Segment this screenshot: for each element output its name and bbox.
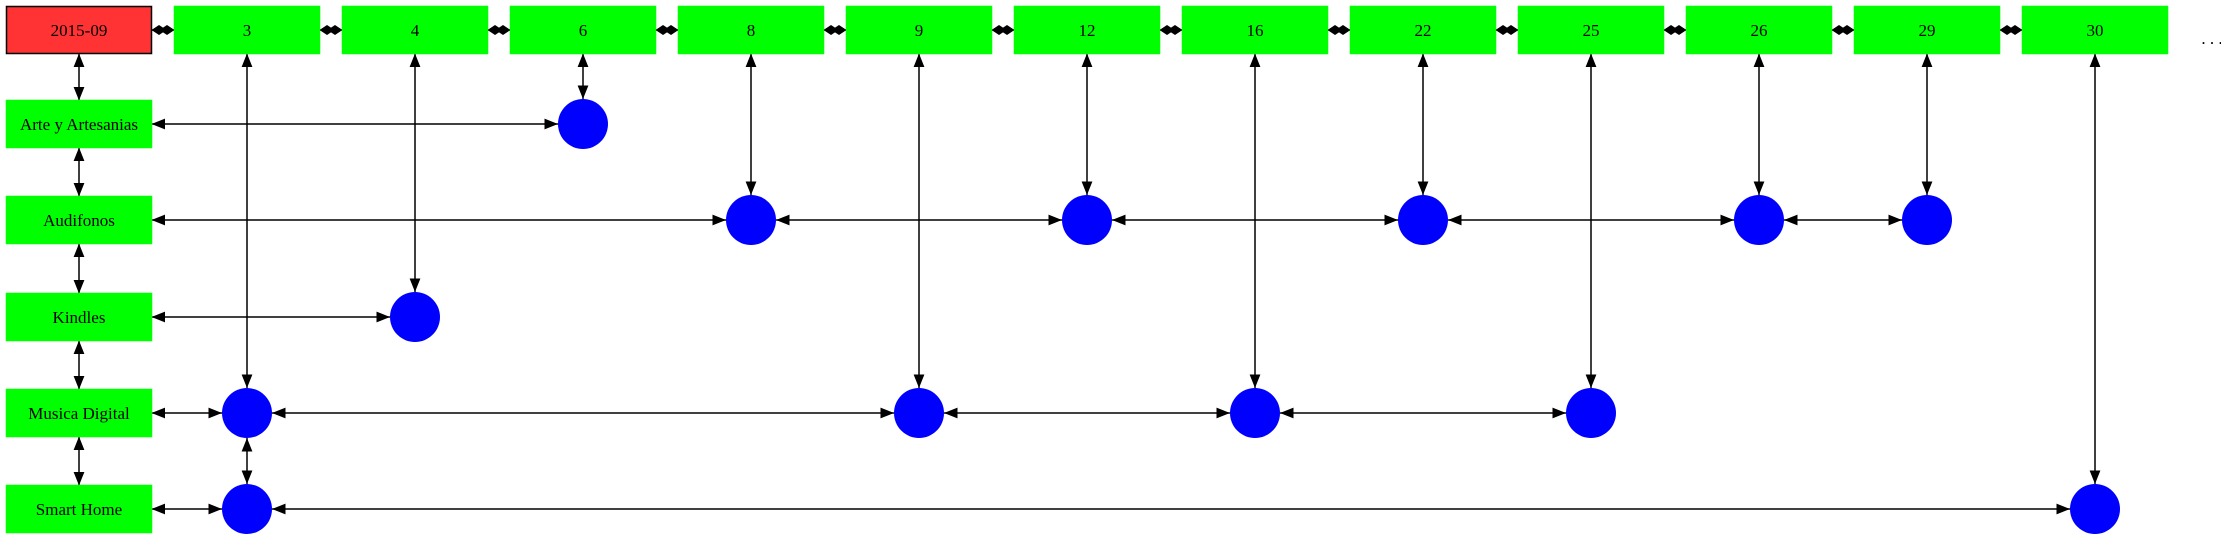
day-node-6-box	[509, 5, 657, 55]
month-node-box	[5, 5, 153, 55]
event-dot-musica-digital-3	[222, 388, 272, 438]
event-dot-audifonos-29	[1902, 195, 1952, 245]
day-node-3-label: 3	[243, 21, 252, 40]
day-node-22-box	[1349, 5, 1497, 55]
day-node-25-label: 25	[1583, 21, 1600, 40]
category-smart-home-label: Smart Home	[36, 500, 122, 519]
day-node-12: 12	[1013, 5, 1161, 55]
category-smart-home-box	[5, 484, 153, 534]
day-node-3-box	[173, 5, 321, 55]
day-node-30-box	[2021, 5, 2169, 55]
day-node-16-label: 16	[1247, 21, 1264, 40]
event-dot-kindles-4	[390, 292, 440, 342]
event-dot-musica-digital-9	[894, 388, 944, 438]
category-musica-digital-label: Musica Digital	[28, 404, 130, 423]
day-node-4-box	[341, 5, 489, 55]
category-arte-y-artesanias-box	[5, 99, 153, 149]
category-smart-home: Smart Home	[5, 484, 153, 534]
day-node-22: 22	[1349, 5, 1497, 55]
day-node-25: 25	[1517, 5, 1665, 55]
day-node-30: 30	[2021, 5, 2169, 55]
month-node: 2015-09	[5, 5, 153, 55]
day-node-8-box	[677, 5, 825, 55]
edges-layer	[73, 25, 2101, 515]
day-node-25-box	[1517, 5, 1665, 55]
day-node-26: 26	[1685, 5, 1833, 55]
day-node-12-label: 12	[1079, 21, 1096, 40]
event-dot-musica-digital-25	[1566, 388, 1616, 438]
category-audifonos-box	[5, 195, 153, 245]
day-node-4: 4	[341, 5, 489, 55]
category-musica-digital-box	[5, 388, 153, 438]
day-node-8-label: 8	[747, 21, 756, 40]
category-kindles-label: Kindles	[53, 308, 106, 327]
event-dot-musica-digital-16	[1230, 388, 1280, 438]
day-node-16-box	[1181, 5, 1329, 55]
day-node-29-box	[1853, 5, 2001, 55]
event-dot-audifonos-8	[726, 195, 776, 245]
category-arte-y-artesanias: Arte y Artesanias	[5, 99, 153, 149]
event-dot-smart-home-3	[222, 484, 272, 534]
category-musica-digital: Musica Digital	[5, 388, 153, 438]
event-dot-arte-y-artesanias-6	[558, 99, 608, 149]
category-audifonos-label: Audifonos	[43, 211, 115, 230]
day-node-26-label: 26	[1751, 21, 1768, 40]
day-node-8: 8	[677, 5, 825, 55]
day-node-6: 6	[509, 5, 657, 55]
day-node-9-label: 9	[915, 21, 924, 40]
day-node-26-box	[1685, 5, 1833, 55]
day-node-6-label: 6	[579, 21, 588, 40]
category-kindles: Kindles	[5, 292, 153, 342]
day-node-3: 3	[173, 5, 321, 55]
category-kindles-box	[5, 292, 153, 342]
day-node-9: 9	[845, 5, 993, 55]
day-node-29: 29	[1853, 5, 2001, 55]
day-node-12-box	[1013, 5, 1161, 55]
event-dot-audifonos-12	[1062, 195, 1112, 245]
event-dot-audifonos-22	[1398, 195, 1448, 245]
category-audifonos: Audifonos	[5, 195, 153, 245]
event-dot-smart-home-30	[2070, 484, 2120, 534]
month-node-label: 2015-09	[51, 21, 108, 40]
day-node-29-label: 29	[1919, 21, 1936, 40]
day-node-30-label: 30	[2087, 21, 2104, 40]
day-node-22-label: 22	[1415, 21, 1432, 40]
continuation-ellipsis: . . .	[2201, 29, 2221, 48]
category-arte-y-artesanias-label: Arte y Artesanias	[20, 115, 138, 134]
day-node-4-label: 4	[411, 21, 420, 40]
day-node-9-box	[845, 5, 993, 55]
event-dot-audifonos-26	[1734, 195, 1784, 245]
day-node-16: 16	[1181, 5, 1329, 55]
